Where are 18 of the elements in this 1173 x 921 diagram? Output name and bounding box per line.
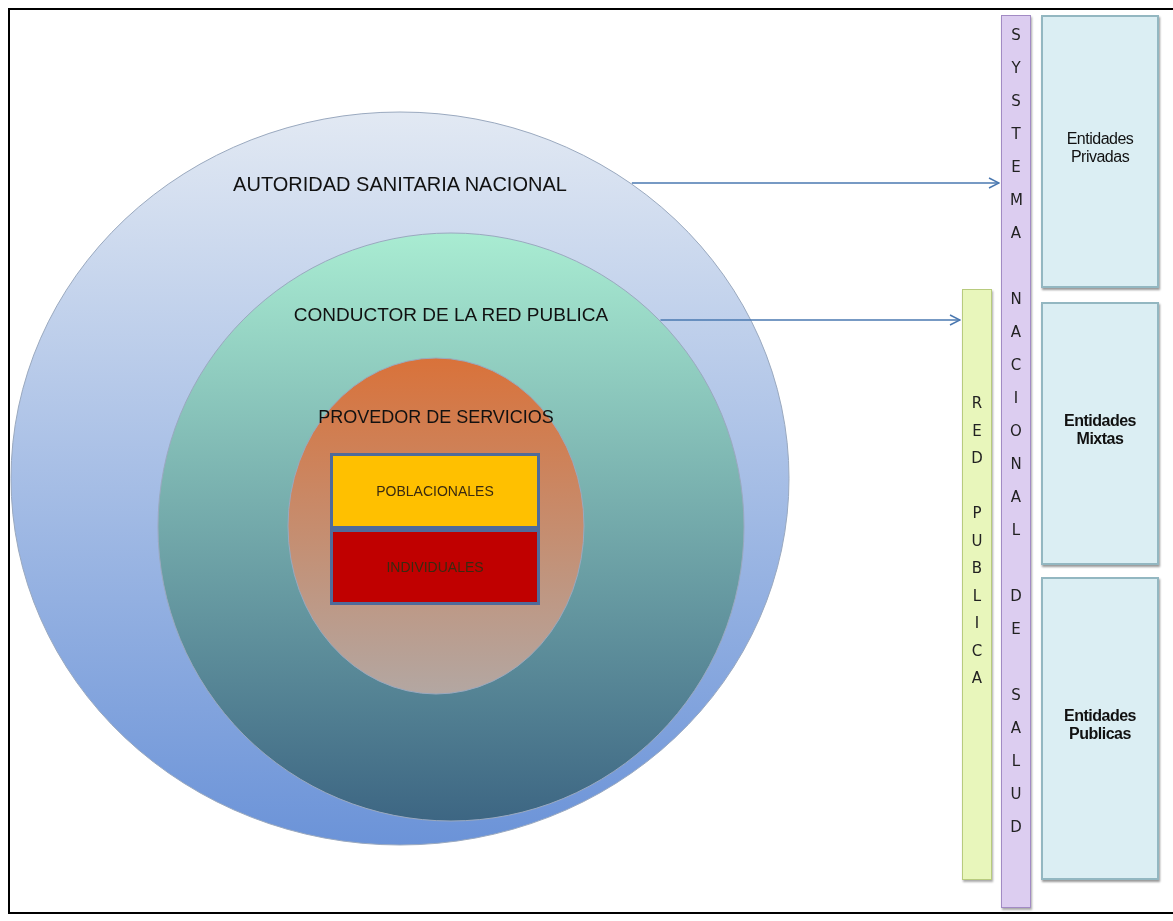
entity-box [1041,302,1159,565]
vertical-bar [1001,15,1031,908]
layer-label: AUTORIDAD SANITARIA NACIONAL [232,173,568,196]
category-label: INDIVIDUALES [385,559,485,575]
category-label: POBLACIONALES [375,483,495,499]
category-box [330,529,540,605]
entity-label: Entidades Publicas [1063,706,1137,743]
arrow [659,314,961,326]
vertical-label: RED PUBLICA [971,393,983,689]
vertical-label: SYSTEMA NACIONAL DE SALUD [1010,25,1022,838]
layer-label: CONDUCTOR DE LA RED PUBLICA [292,304,610,326]
arrow [631,177,1000,189]
entity-label: Entidades Privadas [1065,129,1135,166]
entity-box [1041,577,1159,880]
entity-label: Entidades Mixtas [1063,411,1137,448]
entity-box [1041,15,1159,288]
category-box [330,453,540,529]
vertical-bar [962,289,992,880]
